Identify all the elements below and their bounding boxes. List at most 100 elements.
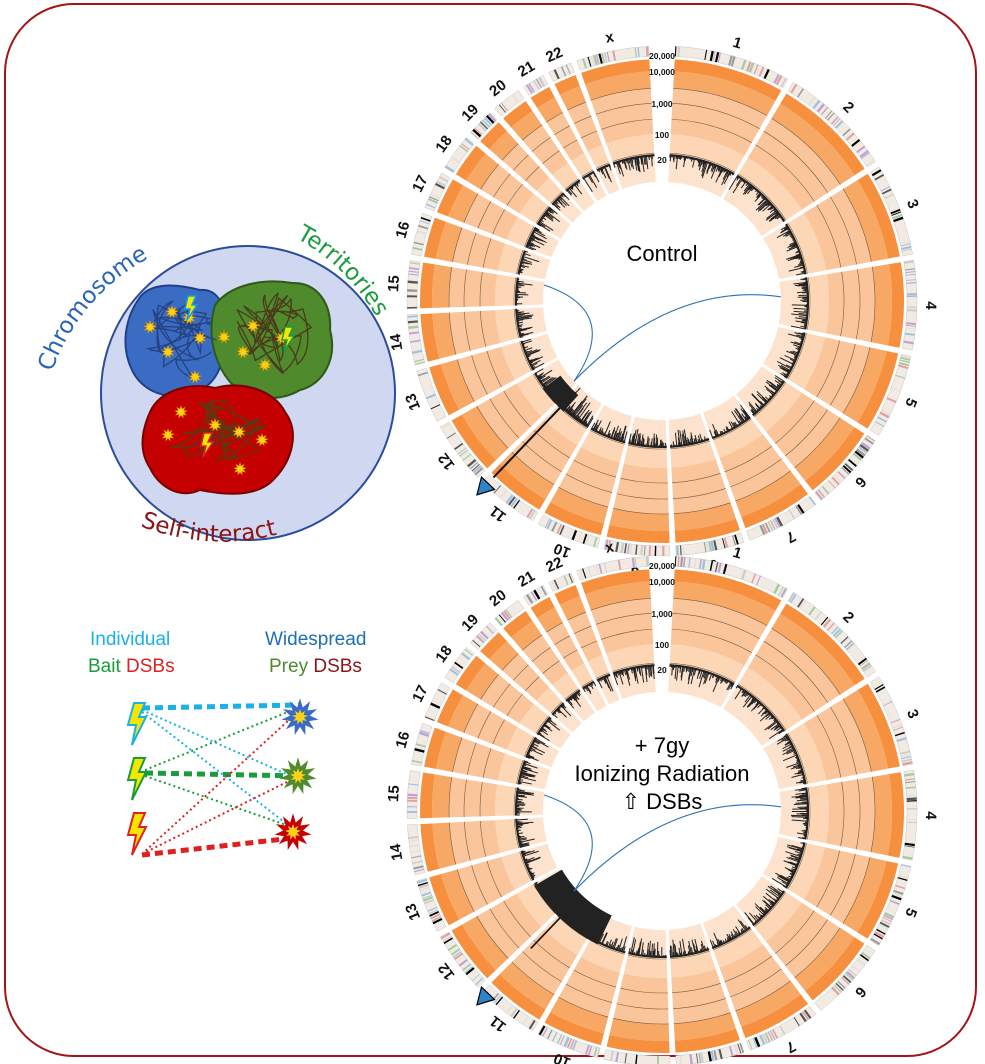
histogram-bar	[713, 673, 716, 676]
cytoband	[866, 435, 876, 442]
histogram-bar	[614, 432, 618, 441]
histogram-bar	[528, 749, 533, 752]
histogram-bar	[712, 436, 715, 439]
histogram-bar	[577, 418, 580, 422]
histogram-bar	[735, 684, 739, 689]
band-low	[606, 134, 655, 162]
grid-ring	[753, 381, 787, 418]
histogram-bar	[573, 692, 580, 700]
histogram-bar	[717, 675, 721, 682]
cytoband	[703, 542, 707, 553]
histogram-bar	[785, 224, 789, 227]
histogram-bar	[620, 159, 623, 162]
histogram-bar	[552, 201, 556, 205]
histogram-bar	[538, 375, 546, 381]
histogram-bar	[537, 222, 551, 232]
cytoband	[797, 88, 804, 98]
cytoband	[758, 66, 765, 77]
histogram-bar	[698, 441, 701, 444]
histogram-bar	[584, 685, 587, 688]
histogram-bar	[758, 408, 761, 411]
histogram-bar	[641, 155, 645, 173]
histogram-bar	[724, 678, 728, 683]
histogram-bar	[744, 416, 749, 421]
cytoband	[844, 973, 854, 981]
cytoband	[443, 937, 453, 945]
histogram-bar	[519, 775, 529, 779]
histogram-bar	[769, 889, 782, 899]
cytoband	[546, 519, 553, 530]
histogram-bar	[776, 361, 793, 370]
histogram-bar	[739, 176, 742, 180]
histogram-bar	[734, 687, 743, 700]
histogram-bar	[798, 764, 802, 767]
histogram-bar	[707, 161, 709, 164]
histogram-bar	[651, 438, 653, 448]
cytoband	[779, 1025, 786, 1035]
histogram-bar	[575, 181, 579, 186]
histogram-bar	[644, 664, 648, 683]
histogram-bar	[565, 189, 568, 192]
histogram-bar	[705, 438, 708, 442]
band-mid	[480, 164, 534, 214]
histogram-bar	[622, 950, 624, 953]
histogram-bar	[720, 676, 723, 679]
histogram-bar	[633, 156, 638, 171]
cytoband	[860, 441, 871, 450]
histogram-bar	[782, 754, 798, 762]
histogram-bar	[604, 165, 612, 183]
histogram-bar	[768, 384, 778, 393]
histogram-bar	[534, 736, 538, 740]
histogram-bar	[517, 328, 521, 331]
histogram-bar	[573, 183, 583, 195]
histogram-bar	[632, 429, 637, 446]
histogram-bar	[537, 731, 542, 735]
histogram-bar	[714, 945, 717, 948]
histogram-bar	[726, 426, 730, 432]
histogram-bar	[539, 729, 543, 733]
histogram-bar	[792, 361, 796, 365]
histogram-bar	[565, 409, 569, 413]
histogram-bar	[758, 916, 762, 920]
cytoband	[449, 668, 459, 676]
histogram-bar	[540, 727, 543, 731]
cytoband	[722, 563, 728, 575]
histogram-bar	[774, 391, 778, 394]
histogram-bar	[800, 342, 803, 345]
histogram-bar	[792, 237, 796, 240]
grid-ring	[816, 205, 842, 268]
histogram-bar	[791, 845, 805, 850]
histogram-bar	[713, 932, 720, 947]
histogram-bar	[765, 198, 768, 201]
histogram-bar	[725, 168, 728, 172]
histogram-bar	[515, 315, 523, 317]
histogram-bar	[525, 755, 531, 759]
cytoband	[901, 245, 912, 250]
histogram-bar	[522, 857, 525, 859]
grid-ring	[712, 418, 752, 441]
histogram-bar	[791, 773, 805, 778]
histogram-bar	[792, 763, 802, 768]
cytoband	[437, 689, 447, 695]
cytoband	[896, 737, 907, 742]
histogram-bar	[723, 170, 732, 185]
histogram-bar	[562, 702, 565, 705]
grid-ring	[516, 249, 524, 274]
grid-ring	[554, 635, 570, 645]
cytoband	[696, 1053, 699, 1064]
histogram-bar	[763, 706, 767, 710]
chromatin-tangles	[146, 292, 313, 461]
histogram-bar	[791, 235, 794, 238]
histogram-bar	[547, 207, 555, 214]
band-low	[497, 753, 524, 784]
histogram-bar	[800, 321, 808, 324]
cytoband	[628, 543, 633, 555]
histogram-bar	[574, 182, 577, 185]
grid-ring	[672, 612, 760, 640]
histogram-bar	[519, 264, 530, 268]
histogram-bar	[572, 405, 584, 419]
histogram-bar	[595, 420, 602, 433]
histogram-bar	[780, 893, 783, 896]
histogram-bar	[712, 673, 715, 679]
cytoband	[899, 359, 910, 364]
